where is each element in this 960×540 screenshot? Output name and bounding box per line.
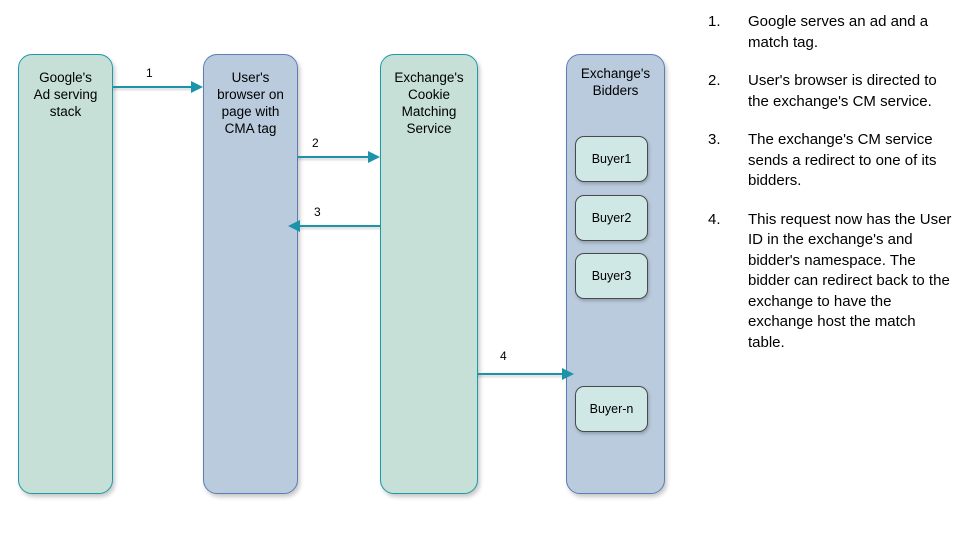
- buyer-box[interactable]: Buyer2: [575, 195, 648, 241]
- buyer-label: Buyer3: [591, 269, 632, 283]
- steps-list: 1. Google serves an ad and a match tag. …: [708, 12, 952, 371]
- buyer-label: Buyer2: [591, 211, 632, 225]
- step-text: This request now has the User ID in the …: [748, 210, 952, 351]
- arrow-1-head-icon: [191, 81, 203, 93]
- node-google-ad-serving-stack[interactable]: Google's Ad serving stack: [18, 54, 113, 494]
- buyer-box[interactable]: Buyer1: [575, 136, 648, 182]
- arrow-3-line: [300, 225, 380, 227]
- buyer-box[interactable]: Buyer3: [575, 253, 648, 299]
- node-google-label: Google's Ad serving stack: [33, 70, 98, 119]
- step-number: 2.: [708, 72, 721, 89]
- arrow-1-label: 1: [146, 66, 153, 80]
- arrow-2-head-icon: [368, 151, 380, 163]
- arrow-3-head-icon: [288, 220, 300, 232]
- arrow-2-label: 2: [312, 136, 319, 150]
- step-number: 3.: [708, 131, 721, 148]
- list-item: 2. User's browser is directed to the exc…: [708, 71, 952, 112]
- buyer-box[interactable]: Buyer-n: [575, 386, 648, 432]
- buyer-label: Buyer1: [591, 152, 632, 166]
- list-item: 1. Google serves an ad and a match tag.: [708, 12, 952, 53]
- arrow-1-line: [113, 86, 193, 88]
- node-user-browser[interactable]: User's browser on page with CMA tag: [203, 54, 298, 494]
- cookie-matching-diagram: Google's Ad serving stack User's browser…: [18, 54, 665, 494]
- arrow-4-head-icon: [562, 368, 574, 380]
- step-text: User's browser is directed to the exchan…: [748, 72, 937, 110]
- node-cms-label: Exchange's Cookie Matching Service: [394, 70, 464, 136]
- list-item: 3. The exchange's CM service sends a red…: [708, 130, 952, 192]
- arrow-4-label: 4: [500, 349, 507, 363]
- step-number: 1.: [708, 13, 721, 30]
- node-exchange-cookie-matching-service[interactable]: Exchange's Cookie Matching Service: [380, 54, 478, 494]
- buyer-label: Buyer-n: [589, 402, 634, 416]
- arrow-2-line: [298, 156, 370, 158]
- step-number: 4.: [708, 210, 721, 228]
- step-text: Google serves an ad and a match tag.: [748, 13, 929, 51]
- node-bidders-label: Exchange's Bidders: [580, 66, 651, 98]
- step-text: The exchange's CM service sends a redire…: [748, 131, 937, 189]
- node-browser-label: User's browser on page with CMA tag: [217, 70, 284, 136]
- arrow-3-label: 3: [314, 205, 321, 219]
- arrow-4-line: [478, 373, 566, 375]
- list-item: 4. This request now has the User ID in t…: [708, 210, 952, 354]
